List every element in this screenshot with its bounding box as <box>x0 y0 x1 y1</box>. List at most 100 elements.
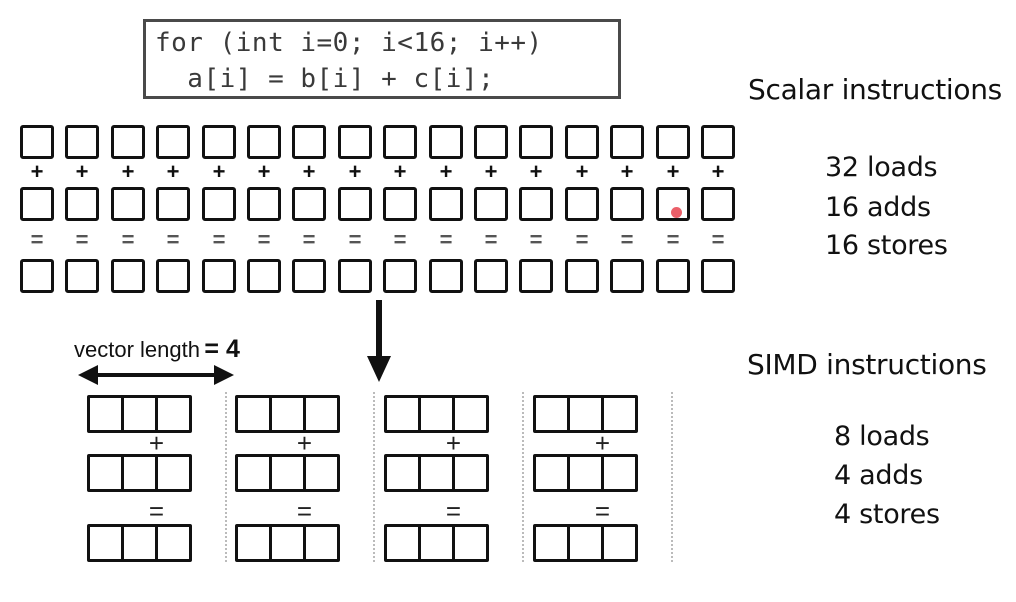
scalar-box-b <box>383 125 417 159</box>
scalar-box-c <box>565 187 599 221</box>
simd-group-separator <box>671 392 673 562</box>
simd-vector-cell <box>124 457 158 489</box>
simd-vector-cell <box>421 527 455 559</box>
scalar-plus-sign: + <box>212 159 226 184</box>
scalar-box-b <box>156 125 190 159</box>
cursor-pointer-icon <box>671 207 682 218</box>
scalar-equals-sign: = <box>121 227 135 252</box>
scalar-equals-sign: = <box>484 227 498 252</box>
simd-plus-sign: + <box>445 428 462 458</box>
scalar-plus-sign: + <box>166 159 180 184</box>
scalar-box-c <box>247 187 281 221</box>
simd-plus-sign: + <box>148 428 165 458</box>
down-arrow-icon <box>367 300 391 382</box>
simd-vector-cell <box>421 457 455 489</box>
simd-vector-cell <box>306 527 337 559</box>
code-line-2: a[i] = b[i] + c[i]; <box>155 64 495 94</box>
simd-vector-cell <box>272 527 306 559</box>
simd-vector-cell <box>455 398 486 430</box>
scalar-box-b <box>338 125 372 159</box>
simd-group-separator <box>522 392 524 562</box>
simd-vector-cell <box>90 527 124 559</box>
scalar-equals-sign: = <box>75 227 89 252</box>
scalar-equals-sign: = <box>666 227 680 252</box>
simd-vector-cell <box>570 527 604 559</box>
simd-vector-cell <box>238 457 272 489</box>
scalar-box-c <box>111 187 145 221</box>
scalar-box-a <box>338 259 372 293</box>
vector-length-label: vector length = 4 <box>74 335 240 364</box>
simd-vector-cell <box>387 527 421 559</box>
simd-vector-cell <box>158 457 189 489</box>
scalar-plus-sign: + <box>711 159 725 184</box>
scalar-equals-sign: = <box>575 227 589 252</box>
simd-equals-sign: = <box>296 496 313 526</box>
scalar-plus-sign: + <box>257 159 271 184</box>
scalar-box-b <box>65 125 99 159</box>
simd-title: SIMD instructions <box>747 348 987 381</box>
simd-stat-adds: 4 adds <box>834 460 923 491</box>
scalar-box-c <box>65 187 99 221</box>
simd-vector-cell <box>455 457 486 489</box>
simd-plus-sign: + <box>296 428 313 458</box>
scalar-box-b <box>565 125 599 159</box>
scalar-box-a <box>20 259 54 293</box>
scalar-plus-sign: + <box>75 159 89 184</box>
simd-vector-c <box>235 454 340 492</box>
scalar-plus-sign: + <box>620 159 634 184</box>
simd-vector-cell <box>604 398 635 430</box>
scalar-box-b <box>610 125 644 159</box>
scalar-plus-sign: + <box>484 159 498 184</box>
simd-group-separator <box>225 392 227 562</box>
simd-vector-cell <box>570 398 604 430</box>
scalar-plus-sign: + <box>393 159 407 184</box>
scalar-equals-sign: = <box>439 227 453 252</box>
simd-equals-sign: = <box>445 496 462 526</box>
scalar-box-c <box>701 187 735 221</box>
scalar-box-c <box>656 187 690 221</box>
simd-vector-cell <box>536 457 570 489</box>
simd-vector-cell <box>272 457 306 489</box>
simd-vector-cell <box>238 398 272 430</box>
scalar-equals-sign: = <box>529 227 543 252</box>
simd-vector-cell <box>536 527 570 559</box>
vector-length-text: vector length <box>74 337 200 362</box>
simd-vector-cell <box>90 398 124 430</box>
scalar-plus-sign: + <box>302 159 316 184</box>
scalar-equals-sign: = <box>711 227 725 252</box>
scalar-equals-sign: = <box>302 227 316 252</box>
scalar-box-c <box>202 187 236 221</box>
scalar-box-b <box>20 125 54 159</box>
simd-vector-a <box>87 524 192 562</box>
scalar-box-b <box>292 125 326 159</box>
simd-vector-cell <box>124 527 158 559</box>
scalar-box-a <box>656 259 690 293</box>
scalar-box-a <box>65 259 99 293</box>
simd-vector-a <box>384 524 489 562</box>
scalar-box-c <box>383 187 417 221</box>
scalar-box-a <box>111 259 145 293</box>
simd-vector-cell <box>238 527 272 559</box>
scalar-box-a <box>565 259 599 293</box>
simd-stat-stores: 4 stores <box>834 499 940 530</box>
scalar-equals-sign: = <box>348 227 362 252</box>
scalar-box-b <box>247 125 281 159</box>
scalar-box-a <box>610 259 644 293</box>
scalar-box-a <box>383 259 417 293</box>
scalar-box-b <box>429 125 463 159</box>
scalar-box-a <box>701 259 735 293</box>
scalar-box-b <box>111 125 145 159</box>
scalar-box-c <box>474 187 508 221</box>
scalar-equals-sign: = <box>212 227 226 252</box>
scalar-equals-sign: = <box>166 227 180 252</box>
scalar-plus-sign: + <box>348 159 362 184</box>
scalar-stat-stores: 16 stores <box>825 230 948 261</box>
scalar-plus-sign: + <box>666 159 680 184</box>
simd-equals-sign: = <box>148 496 165 526</box>
scalar-box-b <box>519 125 553 159</box>
scalar-box-c <box>429 187 463 221</box>
scalar-box-c <box>20 187 54 221</box>
scalar-plus-sign: + <box>30 159 44 184</box>
simd-vector-c <box>87 454 192 492</box>
simd-vector-cell <box>90 457 124 489</box>
